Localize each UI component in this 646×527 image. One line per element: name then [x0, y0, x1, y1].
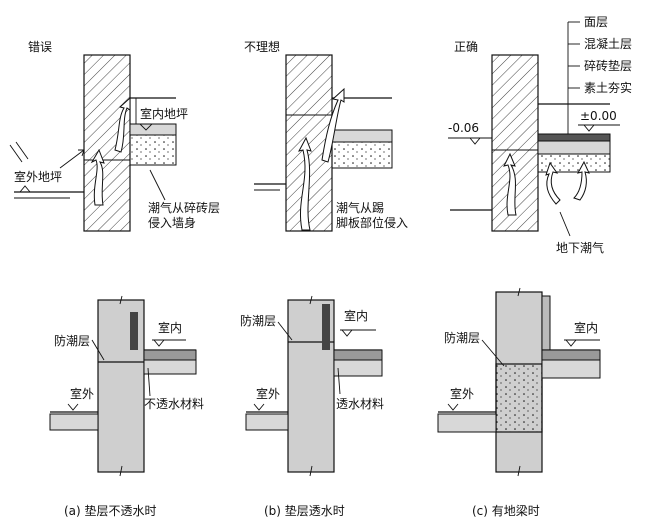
- bottom-a-material-leader: [147, 367, 151, 397]
- top-c-level-left-mark: [469, 137, 481, 145]
- bottom-b-indoor-level-mark: [341, 329, 353, 337]
- bottom-b-indoor-label: 室内: [344, 308, 368, 323]
- bottom-c-outdoor-label: 室外: [450, 386, 474, 401]
- bottom-a-dpc-leader: [91, 339, 105, 361]
- bottom-b-break-top: [309, 295, 313, 305]
- bottom-a-dpc-label: 防潮层: [54, 333, 90, 348]
- top-a-rubble-layer: [129, 134, 177, 166]
- bottom-a-base-layer: [143, 359, 197, 375]
- bottom-c-break-bottom: [517, 465, 521, 477]
- bottom-a-material-label: 不透水材料: [144, 397, 204, 411]
- bottom-b-break-bottom: [309, 465, 313, 477]
- bottom-c-dpc-leader: [481, 339, 505, 367]
- bottom-panel-c: 室内 防潮层 室外 (c) 有地梁时: [437, 287, 601, 518]
- top-c-level-right: ±0.00: [580, 109, 617, 123]
- bottom-b-pervious-layer: [333, 359, 383, 377]
- top-b-note-line2: 脚板部位侵入: [336, 215, 408, 230]
- top-c-level-left: -0.06: [448, 121, 479, 135]
- top-b-concrete-layer: [331, 129, 393, 143]
- bottom-c-break-top: [517, 287, 521, 297]
- bottom-a-caption: (a) 垫层不透水时: [64, 503, 157, 518]
- top-b-moisture-arrow-2: [321, 87, 345, 163]
- bottom-b-outdoor-label: 室外: [256, 386, 280, 401]
- top-a-rain-mark-2: [15, 141, 29, 160]
- bottom-a-break-bottom: [119, 465, 123, 477]
- bottom-b-material-leader: [337, 367, 341, 395]
- bottom-a-break-top: [119, 295, 123, 305]
- bottom-c-plaster: [541, 295, 551, 351]
- top-c-level-right-mark: [583, 124, 595, 132]
- top-c-legend-concrete: 混凝土层: [584, 36, 632, 51]
- top-c-moisture-arrow-1: [503, 152, 517, 216]
- top-a-outdoor-label: 室外地坪: [14, 169, 62, 184]
- top-a-indoor-label: 室内地坪: [140, 106, 188, 121]
- top-c-moisture-arrow-3: [573, 160, 590, 201]
- top-a-indoor-level-mark: [138, 123, 154, 131]
- bottom-panel-b: 室内 防潮层 室外 透水材料 (b) 垫层透水时: [240, 295, 384, 518]
- top-a-outdoor-level-mark: [19, 185, 31, 193]
- top-a-moisture-arrow-2: [114, 96, 131, 153]
- top-c-leader-line: [559, 211, 571, 237]
- top-c-title: 正确: [454, 40, 478, 54]
- bottom-b-skirting: [322, 304, 330, 350]
- top-b-moisture-arrow-1: [298, 136, 312, 231]
- top-c-rubble-layer: [537, 153, 611, 173]
- bottom-c-outdoor-paving: [437, 413, 497, 433]
- bottom-a-outdoor-paving: [49, 413, 99, 431]
- top-c-legend-earth: 素土夯实: [584, 80, 632, 95]
- bottom-c-ground-beam: [495, 363, 543, 433]
- top-a-arrow-into-wall: [59, 149, 85, 169]
- top-a-leader-line: [149, 169, 166, 201]
- top-panel-a: 错误 室内地坪 室外地坪 潮气从碎砖层 侵入墙身: [9, 40, 220, 232]
- bottom-c-indoor-level-mark: [565, 339, 577, 347]
- bottom-b-dpc-leader: [277, 321, 293, 341]
- bottom-b-dpc-label: 防潮层: [240, 313, 276, 328]
- top-panel-c: 正确 面层 混凝土层 碎砖垫层 素土夯实 -0.06 ±0.00 地下潮气: [448, 15, 632, 255]
- top-panel-b: 不理想 潮气从踢 脚板部位侵入: [244, 39, 408, 232]
- bottom-panel-a: 室内 防潮层 室外 不透水材料 (a) 垫层不透水时: [49, 295, 204, 518]
- top-c-moisture-arrow-2: [545, 161, 561, 205]
- bottom-a-impervious-layer: [143, 349, 197, 361]
- bottom-c-indoor-label: 室内: [574, 320, 598, 335]
- bottom-c-outdoor-level-mark: [447, 403, 459, 411]
- bottom-a-outdoor-level-mark: [67, 403, 79, 411]
- top-c-note: 地下潮气: [556, 240, 604, 255]
- top-a-note-line1: 潮气从碎砖层: [148, 200, 220, 215]
- top-a-title: 错误: [28, 40, 52, 54]
- bottom-c-dpc-label: 防潮层: [444, 330, 480, 345]
- top-c-legend-rubble: 碎砖垫层: [584, 58, 632, 73]
- top-c-surface-layer: [537, 133, 611, 142]
- top-c-concrete-layer: [537, 140, 611, 155]
- bottom-a-indoor-level-mark: [153, 339, 165, 347]
- bottom-b-surface-layer: [333, 349, 383, 361]
- bottom-b-outdoor-level-mark: [253, 403, 265, 411]
- top-b-note-line1: 潮气从踢: [336, 200, 384, 215]
- top-a-note-line2: 侵入墙身: [148, 215, 196, 230]
- bottom-b-material-label: 透水材料: [336, 397, 384, 411]
- top-b-rubble-layer: [331, 141, 393, 169]
- top-c-legend-surface: 面层: [584, 15, 608, 29]
- bottom-c-surface-layer: [541, 349, 601, 361]
- top-b-title: 不理想: [244, 39, 280, 54]
- bottom-c-caption: (c) 有地梁时: [472, 503, 540, 518]
- bottom-a-outdoor-label: 室外: [70, 386, 94, 401]
- top-b-wall: [285, 54, 333, 232]
- top-a-rain-mark-1: [9, 144, 23, 163]
- bottom-a-indoor-label: 室内: [158, 320, 182, 335]
- bottom-b-caption: (b) 垫层透水时: [264, 503, 345, 518]
- bottom-c-base-layer: [541, 359, 601, 379]
- top-a-moisture-arrow-1: [90, 148, 105, 206]
- bottom-b-outdoor-paving: [245, 413, 289, 431]
- top-a-concrete-layer: [129, 123, 177, 136]
- bottom-a-skirting: [130, 312, 138, 350]
